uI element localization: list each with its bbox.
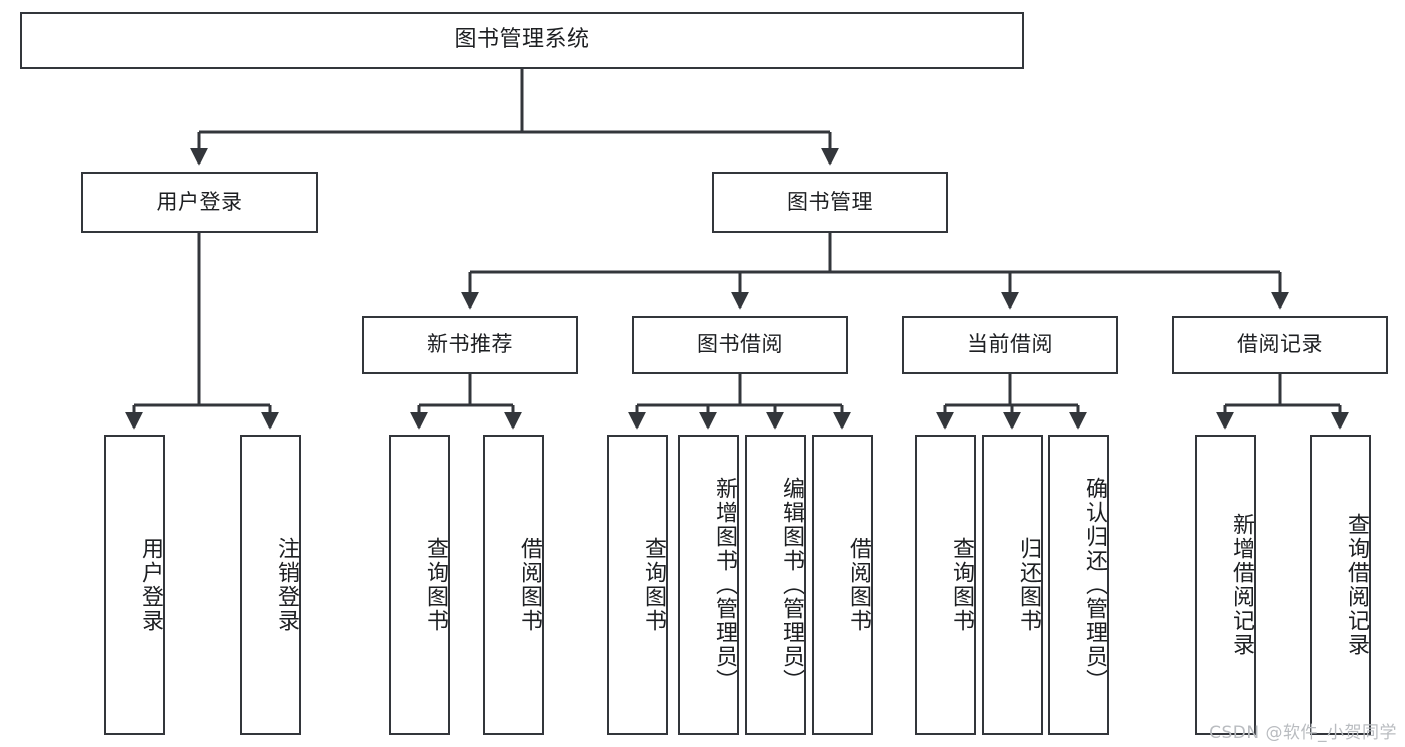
leaf-inner: 用户登录	[106, 437, 163, 733]
leaf-inner: 新增图书（管理员）	[680, 437, 737, 733]
node-leaf-query-book-3[interactable]: 查询图书	[915, 435, 976, 735]
node-leaf-add-book[interactable]: 新增图书（管理员）	[678, 435, 739, 735]
node-leaf-borrow-book-2[interactable]: 借阅图书	[812, 435, 873, 735]
leaf-inner: 注销登录	[242, 437, 299, 733]
node-label: 借阅记录	[1237, 332, 1323, 357]
node-leaf-add-record[interactable]: 新增借阅记录	[1195, 435, 1256, 735]
node-leaf-borrow-book-1[interactable]: 借阅图书	[483, 435, 544, 735]
node-root-system[interactable]: 图书管理系统	[20, 12, 1024, 69]
node-label: 注销登录	[274, 537, 299, 633]
node-new-book-rec[interactable]: 新书推荐	[362, 316, 578, 374]
node-label: 借阅图书	[846, 537, 871, 633]
node-leaf-query-record[interactable]: 查询借阅记录	[1310, 435, 1371, 735]
node-leaf-return-book[interactable]: 归还图书	[982, 435, 1043, 735]
node-leaf-logout[interactable]: 注销登录	[240, 435, 301, 735]
leaf-inner: 编辑图书（管理员）	[747, 437, 804, 733]
node-label: 借阅图书	[517, 537, 542, 633]
node-current-borrow[interactable]: 当前借阅	[902, 316, 1118, 374]
node-borrow-record[interactable]: 借阅记录	[1172, 316, 1388, 374]
node-label: 图书管理	[787, 189, 873, 214]
node-book-borrow[interactable]: 图书借阅	[632, 316, 848, 374]
leaf-inner: 查询图书	[917, 437, 974, 733]
leaf-inner: 确认归还（管理员）	[1050, 437, 1107, 733]
node-leaf-edit-book[interactable]: 编辑图书（管理员）	[745, 435, 806, 735]
node-label: 新增借阅记录	[1229, 513, 1254, 657]
node-leaf-query-book-2[interactable]: 查询图书	[607, 435, 668, 735]
node-leaf-confirm-return[interactable]: 确认归还（管理员）	[1048, 435, 1109, 735]
leaf-inner: 查询图书	[609, 437, 666, 733]
leaf-inner: 查询借阅记录	[1312, 437, 1369, 733]
node-leaf-query-book-1[interactable]: 查询图书	[389, 435, 450, 735]
node-label: 编辑图书（管理员）	[779, 477, 804, 693]
node-label: 确认归还（管理员）	[1082, 477, 1107, 693]
node-label: 归还图书	[1016, 537, 1041, 633]
node-label: 新书推荐	[427, 332, 513, 357]
watermark-text: CSDN @软件_小贺同学	[1209, 723, 1397, 743]
node-label: 查询图书	[641, 537, 666, 633]
node-label: 用户登录	[156, 189, 243, 214]
node-user-login[interactable]: 用户登录	[81, 172, 318, 233]
node-label: 用户登录	[138, 537, 163, 633]
node-leaf-user-login[interactable]: 用户登录	[104, 435, 165, 735]
leaf-inner: 查询图书	[391, 437, 448, 733]
node-label: 查询借阅记录	[1344, 513, 1369, 657]
node-label: 查询图书	[423, 537, 448, 633]
leaf-inner: 借阅图书	[814, 437, 871, 733]
node-label: 图书管理系统	[454, 27, 590, 53]
leaf-inner: 归还图书	[984, 437, 1041, 733]
node-label: 当前借阅	[967, 332, 1053, 357]
leaf-inner: 新增借阅记录	[1197, 437, 1254, 733]
node-book-manage[interactable]: 图书管理	[712, 172, 948, 233]
node-label: 新增图书（管理员）	[712, 477, 737, 693]
node-label: 查询图书	[949, 537, 974, 633]
leaf-inner: 借阅图书	[485, 437, 542, 733]
node-label: 图书借阅	[697, 332, 783, 357]
